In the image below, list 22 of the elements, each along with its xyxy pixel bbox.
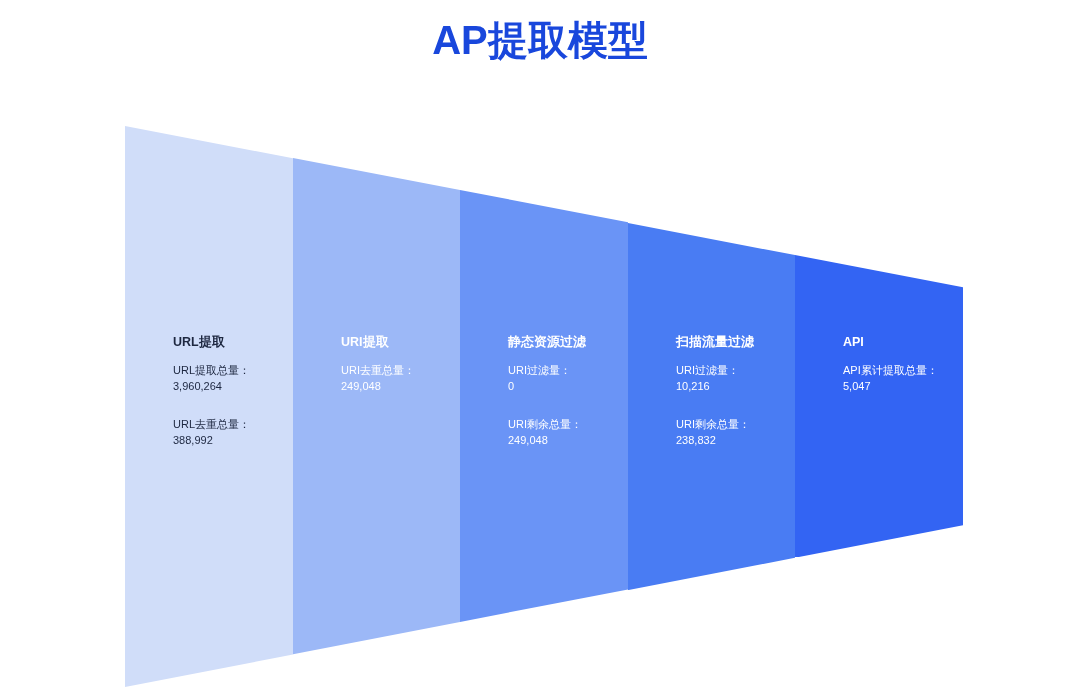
metric-label: API累计提取总量： xyxy=(843,363,938,377)
stage-heading: 扫描流量过滤 xyxy=(676,335,754,349)
metric-label: URI过滤量： xyxy=(508,363,571,377)
metric-value: 5,047 xyxy=(843,379,871,393)
metric-label: URI过滤量： xyxy=(676,363,739,377)
metric-value: 0 xyxy=(508,379,515,393)
metric-value: 388,992 xyxy=(173,433,213,447)
metric-label: URL提取总量： xyxy=(173,363,250,377)
metric-value: 238,832 xyxy=(676,433,716,447)
metric-value: 249,048 xyxy=(341,379,381,393)
metric-label: URI剩余总量： xyxy=(676,417,750,431)
metric-value: 3,960,264 xyxy=(173,379,222,393)
metric-label: URI剩余总量： xyxy=(508,417,582,431)
stage-heading: 静态资源过滤 xyxy=(508,335,586,349)
diagram-title: AP提取模型 xyxy=(431,17,649,64)
stage-heading: URI提取 xyxy=(341,335,389,349)
metric-value: 10,216 xyxy=(676,379,710,393)
metric-label: URL去重总量： xyxy=(173,417,250,431)
stage-heading: API xyxy=(843,335,864,349)
metric-label: URI去重总量： xyxy=(341,363,415,377)
metric-value: 249,048 xyxy=(508,433,548,447)
stage-heading: URL提取 xyxy=(173,335,225,349)
